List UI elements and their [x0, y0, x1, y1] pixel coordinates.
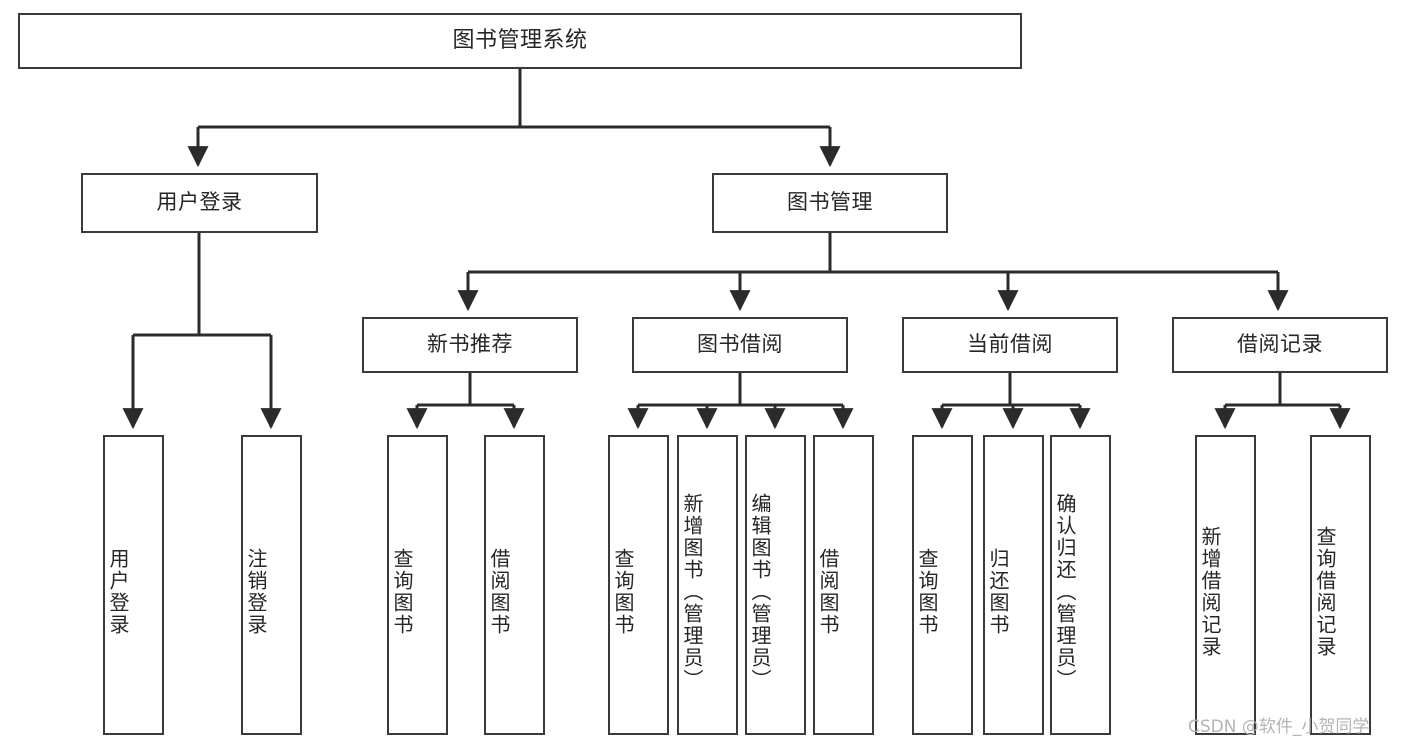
node-new-book-recommend[interactable]: 新书推荐	[362, 317, 578, 373]
node-borrow-record[interactable]: 借阅记录	[1172, 317, 1388, 373]
node-current-borrow[interactable]: 当前借阅	[902, 317, 1118, 373]
leaf-return-book[interactable]: 归还图书	[983, 435, 1044, 735]
leaf-logout-label: 注销登录	[244, 548, 268, 636]
leaf-query-book-current[interactable]: 查询图书	[912, 435, 973, 735]
leaf-user-login[interactable]: 用户登录	[103, 435, 164, 735]
node-current-borrow-label: 当前借阅	[967, 332, 1053, 357]
leaf-logout[interactable]: 注销登录	[241, 435, 302, 735]
node-book-management[interactable]: 图书管理	[712, 173, 948, 233]
leaf-query-borrow-record-label: 查询借阅记录	[1313, 526, 1337, 658]
csdn-watermark: CSDN @软件_小贺同学	[1188, 717, 1370, 737]
leaf-add-book-admin[interactable]: 新增图书（管理员）	[677, 435, 738, 735]
leaf-confirm-return-admin-label: 确认归还（管理员）	[1053, 493, 1077, 691]
node-root[interactable]: 图书管理系统	[18, 13, 1022, 69]
leaf-borrow-book-newbook[interactable]: 借阅图书	[484, 435, 545, 735]
node-user-login-label: 用户登录	[156, 190, 243, 215]
node-root-label: 图书管理系统	[452, 27, 588, 53]
leaf-query-borrow-record[interactable]: 查询借阅记录	[1310, 435, 1371, 735]
leaf-query-book-borrow-label: 查询图书	[611, 548, 635, 636]
leaf-query-book-current-label: 查询图书	[915, 548, 939, 636]
leaf-borrow-book-label: 借阅图书	[816, 548, 840, 636]
leaf-borrow-book-newbook-label: 借阅图书	[487, 548, 511, 636]
leaf-query-book-borrow[interactable]: 查询图书	[608, 435, 669, 735]
leaf-edit-book-admin-label: 编辑图书（管理员）	[748, 493, 772, 691]
leaf-user-login-label: 用户登录	[106, 548, 130, 636]
node-book-borrow[interactable]: 图书借阅	[632, 317, 848, 373]
leaf-add-borrow-record[interactable]: 新增借阅记录	[1195, 435, 1256, 735]
node-new-book-recommend-label: 新书推荐	[427, 332, 513, 357]
node-borrow-record-label: 借阅记录	[1237, 332, 1323, 357]
node-user-login[interactable]: 用户登录	[81, 173, 318, 233]
leaf-add-book-admin-label: 新增图书（管理员）	[680, 493, 704, 691]
leaf-edit-book-admin[interactable]: 编辑图书（管理员）	[745, 435, 806, 735]
leaf-confirm-return-admin[interactable]: 确认归还（管理员）	[1050, 435, 1111, 735]
leaf-query-book-newbook[interactable]: 查询图书	[387, 435, 448, 735]
node-book-borrow-label: 图书借阅	[697, 332, 783, 357]
leaf-return-book-label: 归还图书	[986, 548, 1010, 636]
leaf-borrow-book[interactable]: 借阅图书	[813, 435, 874, 735]
leaf-add-borrow-record-label: 新增借阅记录	[1198, 526, 1222, 658]
node-book-management-label: 图书管理	[787, 190, 873, 215]
leaf-query-book-newbook-label: 查询图书	[390, 548, 414, 636]
